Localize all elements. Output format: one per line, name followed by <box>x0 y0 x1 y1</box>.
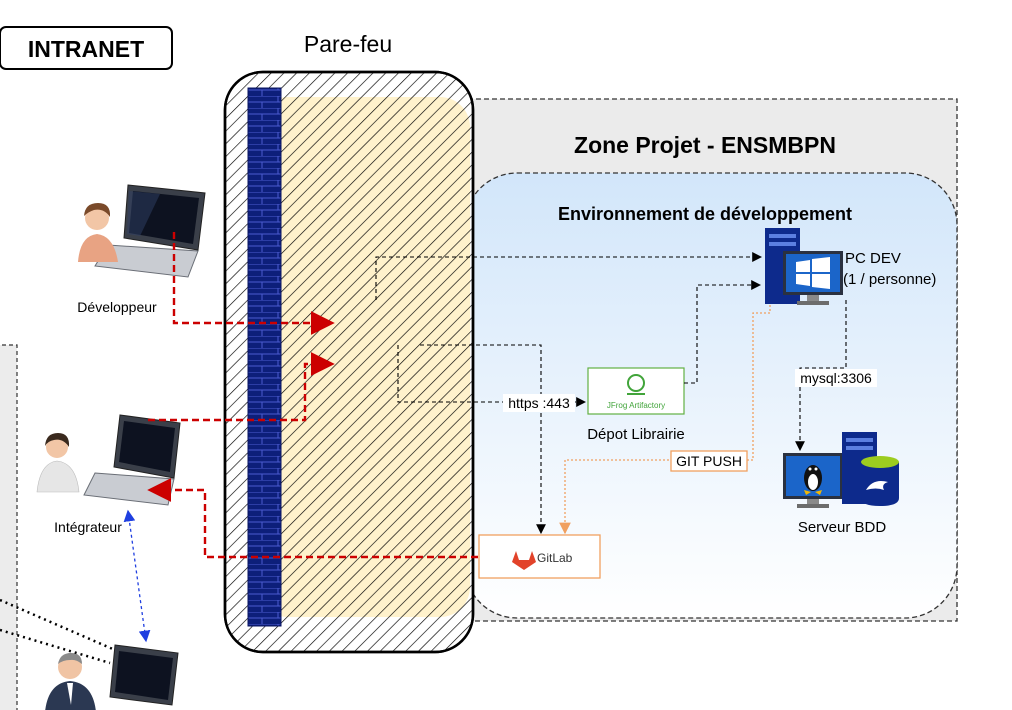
edge-to-pc-dev <box>375 252 763 300</box>
edge-gitlab-to-integrator <box>147 478 478 559</box>
edge-developer-in <box>172 232 335 335</box>
windows-monitor-icon <box>783 251 843 305</box>
svg-text:GIT PUSH: GIT PUSH <box>676 453 742 469</box>
laptop-icon <box>83 414 181 506</box>
integrator-label: Intégrateur <box>54 519 122 535</box>
edge-integrator-manager <box>123 509 151 643</box>
project-zone-title: Zone Projet - ENSMBPN <box>574 132 836 158</box>
gitlab-fox-icon <box>512 551 536 570</box>
firewall <box>223 70 475 654</box>
firewall-label: Pare-feu <box>304 31 392 57</box>
laptop-icon <box>109 644 179 706</box>
linux-monitor-icon <box>783 453 843 508</box>
integrator-node: Intégrateur <box>36 414 181 535</box>
person-female-icon <box>78 203 118 262</box>
pc-dev-label-2: (1 / personne) <box>843 271 936 288</box>
artifact-repo-label: Dépot Librairie <box>587 426 685 443</box>
laptop-icon <box>94 184 206 278</box>
pc-dev-node: PC DEV (1 / personne) <box>765 228 936 305</box>
developer-node: Développeur <box>77 184 206 315</box>
edge-git-push <box>559 305 771 535</box>
edge-https-artifactory <box>397 345 587 407</box>
svg-text:https :443: https :443 <box>508 395 570 411</box>
red-flows <box>147 232 478 559</box>
person-female-icon <box>36 433 80 493</box>
db-server-label: Serveur BDD <box>798 519 887 536</box>
artifactory-node: JFrog Artifactory Dépot Librairie <box>587 367 685 443</box>
artifactory-logo-text: JFrog Artifactory <box>607 401 665 410</box>
edge-label-git-push: GIT PUSH <box>670 450 748 472</box>
edge-mysql <box>795 300 847 452</box>
intranet-links <box>0 598 116 665</box>
intranet-label-text: INTRANET <box>28 36 144 62</box>
developer-label: Développeur <box>77 299 157 315</box>
edge-to-gitlab <box>420 344 546 535</box>
gitlab-logo <box>478 534 601 579</box>
edge-artifactory-to-pc <box>684 280 762 384</box>
brick-wall-icon <box>247 87 282 627</box>
db-server-node: Serveur BDD <box>783 432 899 536</box>
dev-environment-title: Environnement de développement <box>558 204 852 224</box>
pc-dev-label-1: PC DEV <box>845 250 901 267</box>
database-icon <box>861 456 899 506</box>
edge-integrator-in <box>148 352 335 422</box>
edge-label-mysql: mysql:3306 <box>795 369 877 387</box>
gitlab-logo-text: GitLab <box>537 551 573 565</box>
svg-text:mysql:3306: mysql:3306 <box>800 370 872 386</box>
edge-label-https: https :443 <box>503 394 575 412</box>
manager-node <box>45 644 179 710</box>
intranet-zone-edge <box>0 344 18 710</box>
gitlab-node: GitLab <box>478 534 601 579</box>
artifactory-ring-icon <box>627 374 645 392</box>
person-male-icon <box>45 653 96 710</box>
intranet-label: INTRANET <box>0 26 173 70</box>
black-flows <box>375 252 847 535</box>
